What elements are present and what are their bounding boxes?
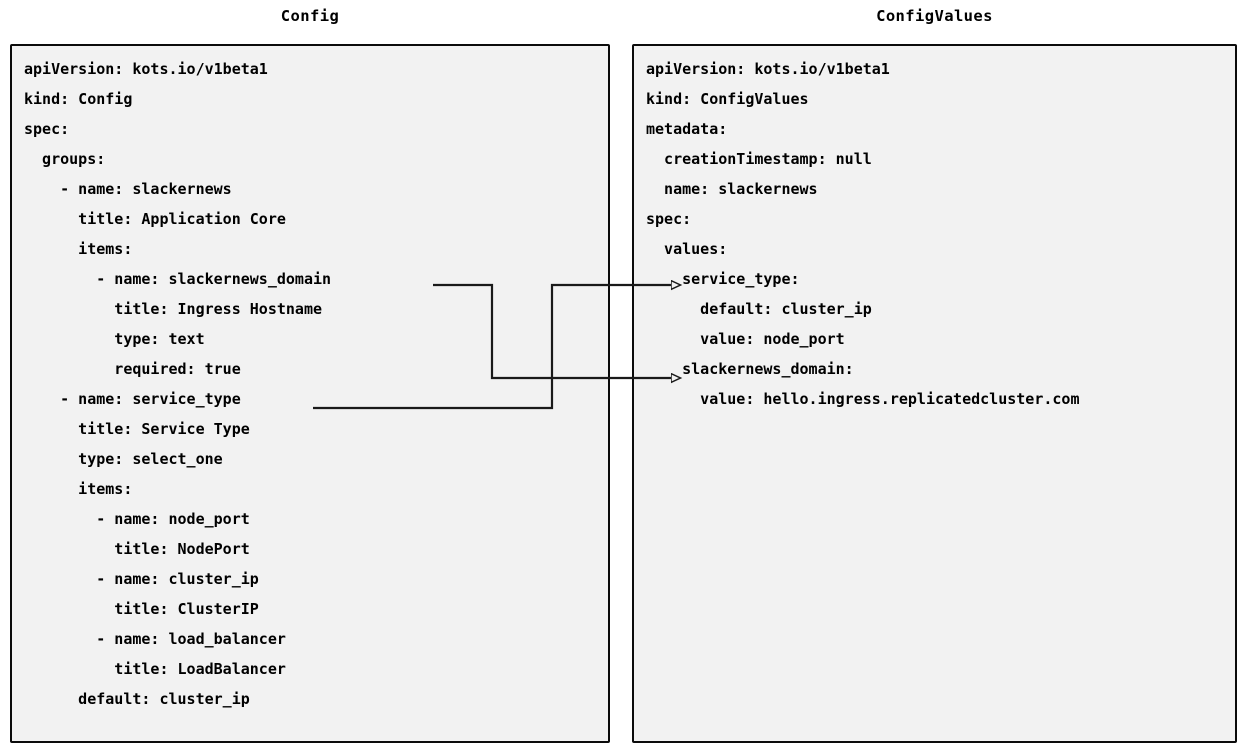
config-yaml-line: - name: node_port bbox=[24, 510, 250, 528]
config-yaml-line: items: bbox=[24, 240, 133, 258]
configvalues-yaml-line: default: cluster_ip bbox=[646, 300, 872, 318]
configvalues-yaml-line: kind: ConfigValues bbox=[646, 90, 809, 108]
configvalues-yaml-line: spec: bbox=[646, 210, 692, 228]
config-yaml-line: - name: slackernews_domain bbox=[24, 270, 332, 288]
config-yaml-line: title: NodePort bbox=[24, 540, 250, 558]
config-yaml-line: spec: bbox=[24, 120, 70, 138]
configvalues-yaml-line: value: hello.ingress.replicatedcluster.c… bbox=[646, 390, 1080, 408]
configvalues-yaml-line: value: node_port bbox=[646, 330, 845, 348]
config-yaml-line: - name: cluster_ip bbox=[24, 570, 259, 588]
config-yaml-line: title: Service Type bbox=[24, 420, 250, 438]
config-yaml-line: required: true bbox=[24, 360, 241, 378]
configvalues-yaml-line: metadata: bbox=[646, 120, 728, 138]
config-yaml-line: apiVersion: kots.io/v1beta1 bbox=[24, 60, 268, 78]
configvalues-panel: apiVersion: kots.io/v1beta1 kind: ConfigV… bbox=[632, 44, 1237, 743]
config-yaml-line: - name: load_balancer bbox=[24, 630, 286, 648]
configvalues-yaml-block: apiVersion: kots.io/v1beta1 kind: ConfigV… bbox=[634, 54, 1235, 414]
configvalues-yaml-line: creationTimestamp: null bbox=[646, 150, 872, 168]
config-yaml-line: title: ClusterIP bbox=[24, 600, 259, 618]
config-yaml-line: groups: bbox=[24, 150, 106, 168]
page-title-configvalues: ConfigValues bbox=[876, 7, 993, 25]
config-yaml-line: kind: Config bbox=[24, 90, 133, 108]
config-yaml-block: apiVersion: kots.io/v1beta1 kind: Config s… bbox=[12, 54, 608, 714]
configvalues-yaml-line: values: bbox=[646, 240, 728, 258]
config-yaml-line: type: text bbox=[24, 330, 205, 348]
config-yaml-line: title: Application Core bbox=[24, 210, 286, 228]
config-yaml-line: title: Ingress Hostname bbox=[24, 300, 323, 318]
page-title-config: Config bbox=[280, 7, 340, 25]
configvalues-yaml-line: name: slackernews bbox=[646, 180, 818, 198]
configvalues-yaml-line: slackernews_domain: bbox=[646, 360, 854, 378]
config-yaml-line: items: bbox=[24, 480, 133, 498]
config-panel: apiVersion: kots.io/v1beta1 kind: Config s… bbox=[10, 44, 610, 743]
config-yaml-line: - name: service_type bbox=[24, 390, 241, 408]
config-yaml-line: - name: slackernews bbox=[24, 180, 232, 198]
configvalues-yaml-line: service_type: bbox=[646, 270, 800, 288]
config-yaml-line: default: cluster_ip bbox=[24, 690, 250, 708]
configvalues-yaml-line: apiVersion: kots.io/v1beta1 bbox=[646, 60, 890, 78]
config-yaml-line: title: LoadBalancer bbox=[24, 660, 286, 678]
config-yaml-line: type: select_one bbox=[24, 450, 223, 468]
